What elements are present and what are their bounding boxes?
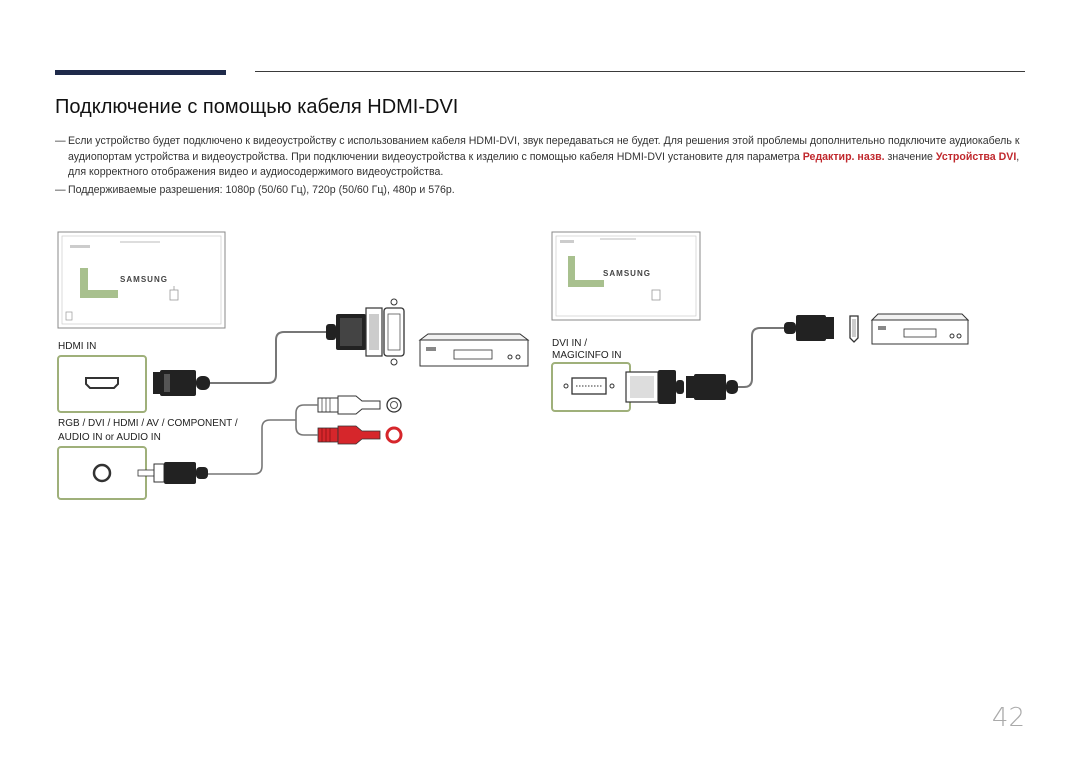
- dvi-plug-icon: [326, 307, 383, 357]
- left-brand-logo: SAMSUNG: [120, 275, 168, 284]
- dvi-port-icon: [383, 298, 405, 366]
- dvi-in-label-line2: MAGICINFO IN: [552, 350, 621, 361]
- hdmi-in-port: [57, 355, 147, 413]
- left-monitor-back: SAMSUNG: [57, 231, 226, 329]
- note-hdmi-dvi-audio: ― Если устройство будет подключено к вид…: [55, 135, 1020, 178]
- hdmi-port-icon: [849, 315, 859, 343]
- rca-white-plug-icon: [317, 395, 402, 415]
- hdmi-plug-icon: [153, 370, 210, 396]
- audio-in-label-line2: AUDIO IN or AUDIO IN: [58, 432, 161, 443]
- dvi-in-label-line1: DVI IN /: [552, 338, 587, 349]
- mini-jack-plug-icon: [137, 462, 208, 484]
- note-dash: ―: [55, 184, 66, 196]
- right-brand-logo: SAMSUNG: [603, 269, 651, 278]
- left-source-device: [418, 333, 530, 367]
- header-rule: [255, 71, 1025, 72]
- highlight-dvi-devices: Устройства DVI: [935, 150, 1017, 163]
- right-source-device: [870, 313, 970, 345]
- highlight-edit-name: Редактир. назв.: [802, 150, 885, 163]
- hdmi-in-label: HDMI IN: [58, 341, 96, 352]
- hdmi-plug-top-icon: [784, 315, 834, 341]
- header-accent-bar: [55, 70, 226, 75]
- dvi-in-port: [551, 362, 631, 412]
- page-title: Подключение с помощью кабеля HDMI-DVI: [55, 96, 459, 118]
- audio-in-label-line1: RGB / DVI / HDMI / AV / COMPONENT /: [58, 418, 238, 429]
- audio-in-port: [57, 446, 147, 500]
- right-monitor-back: SAMSUNG: [551, 231, 701, 321]
- note-supported-resolutions: ― Поддерживаемые разрешения: 1080p (50/6…: [55, 183, 955, 199]
- dvi-plug-right-icon: [625, 370, 684, 404]
- rca-red-plug-icon: [317, 425, 403, 445]
- note-dash: ―: [55, 135, 66, 147]
- hdmi-plug-right-icon: [686, 374, 738, 400]
- page-number: 42: [991, 703, 1025, 733]
